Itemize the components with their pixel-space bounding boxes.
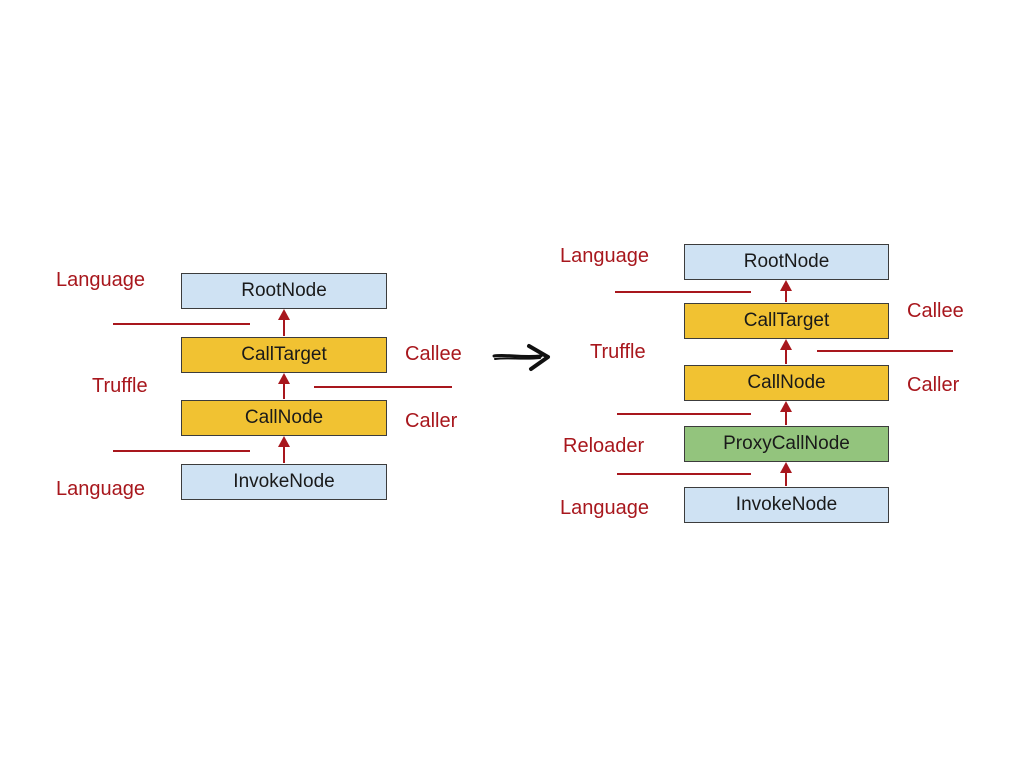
- left-invokenode-box: InvokeNode: [181, 464, 387, 500]
- right-boundary-truffle-reloader: [617, 413, 751, 415]
- right-proxycallnode-box: ProxyCallNode: [684, 426, 889, 462]
- left-rootnode-box: RootNode: [181, 273, 387, 309]
- right-truffle-label: Truffle: [590, 341, 646, 363]
- right-language-bottom-label: Language: [560, 497, 649, 519]
- right-callnode-box: CallNode: [684, 365, 889, 401]
- left-callee-label: Callee: [405, 343, 462, 365]
- left-boundary-callee-caller: [314, 386, 452, 388]
- left-callnode-box: CallNode: [181, 400, 387, 436]
- right-arrow-calltarget-to-rootnode: [780, 280, 792, 302]
- right-boundary-reloader-language: [617, 473, 751, 475]
- left-arrow-calltarget-to-rootnode: [278, 309, 290, 336]
- left-arrow-callnode-to-calltarget: [278, 373, 290, 399]
- right-calltarget-box: CallTarget: [684, 303, 889, 339]
- right-language-top-label: Language: [560, 245, 649, 267]
- left-boundary-truffle-language: [113, 450, 250, 452]
- left-caller-label: Caller: [405, 410, 458, 432]
- left-boundary-language-truffle: [113, 323, 250, 325]
- right-reloader-label: Reloader: [563, 435, 645, 457]
- right-arrow-proxy-to-callnode: [780, 401, 792, 425]
- right-callee-label: Callee: [907, 300, 964, 322]
- left-calltarget-box: CallTarget: [181, 337, 387, 373]
- left-language-top-label: Language: [56, 269, 145, 291]
- right-arrow-callnode-to-calltarget: [780, 339, 792, 364]
- right-boundary-callee-caller: [817, 350, 953, 352]
- left-arrow-invoke-to-callnode: [278, 436, 290, 463]
- right-invokenode-box: InvokeNode: [684, 487, 889, 523]
- right-caller-label: Caller: [907, 374, 960, 396]
- right-rootnode-box: RootNode: [684, 244, 889, 280]
- right-arrow-icon: [492, 344, 550, 371]
- right-boundary-language-truffle: [615, 291, 751, 293]
- right-arrow-invoke-to-proxy: [780, 462, 792, 486]
- left-truffle-label: Truffle: [92, 375, 148, 397]
- left-language-bottom-label: Language: [56, 478, 145, 500]
